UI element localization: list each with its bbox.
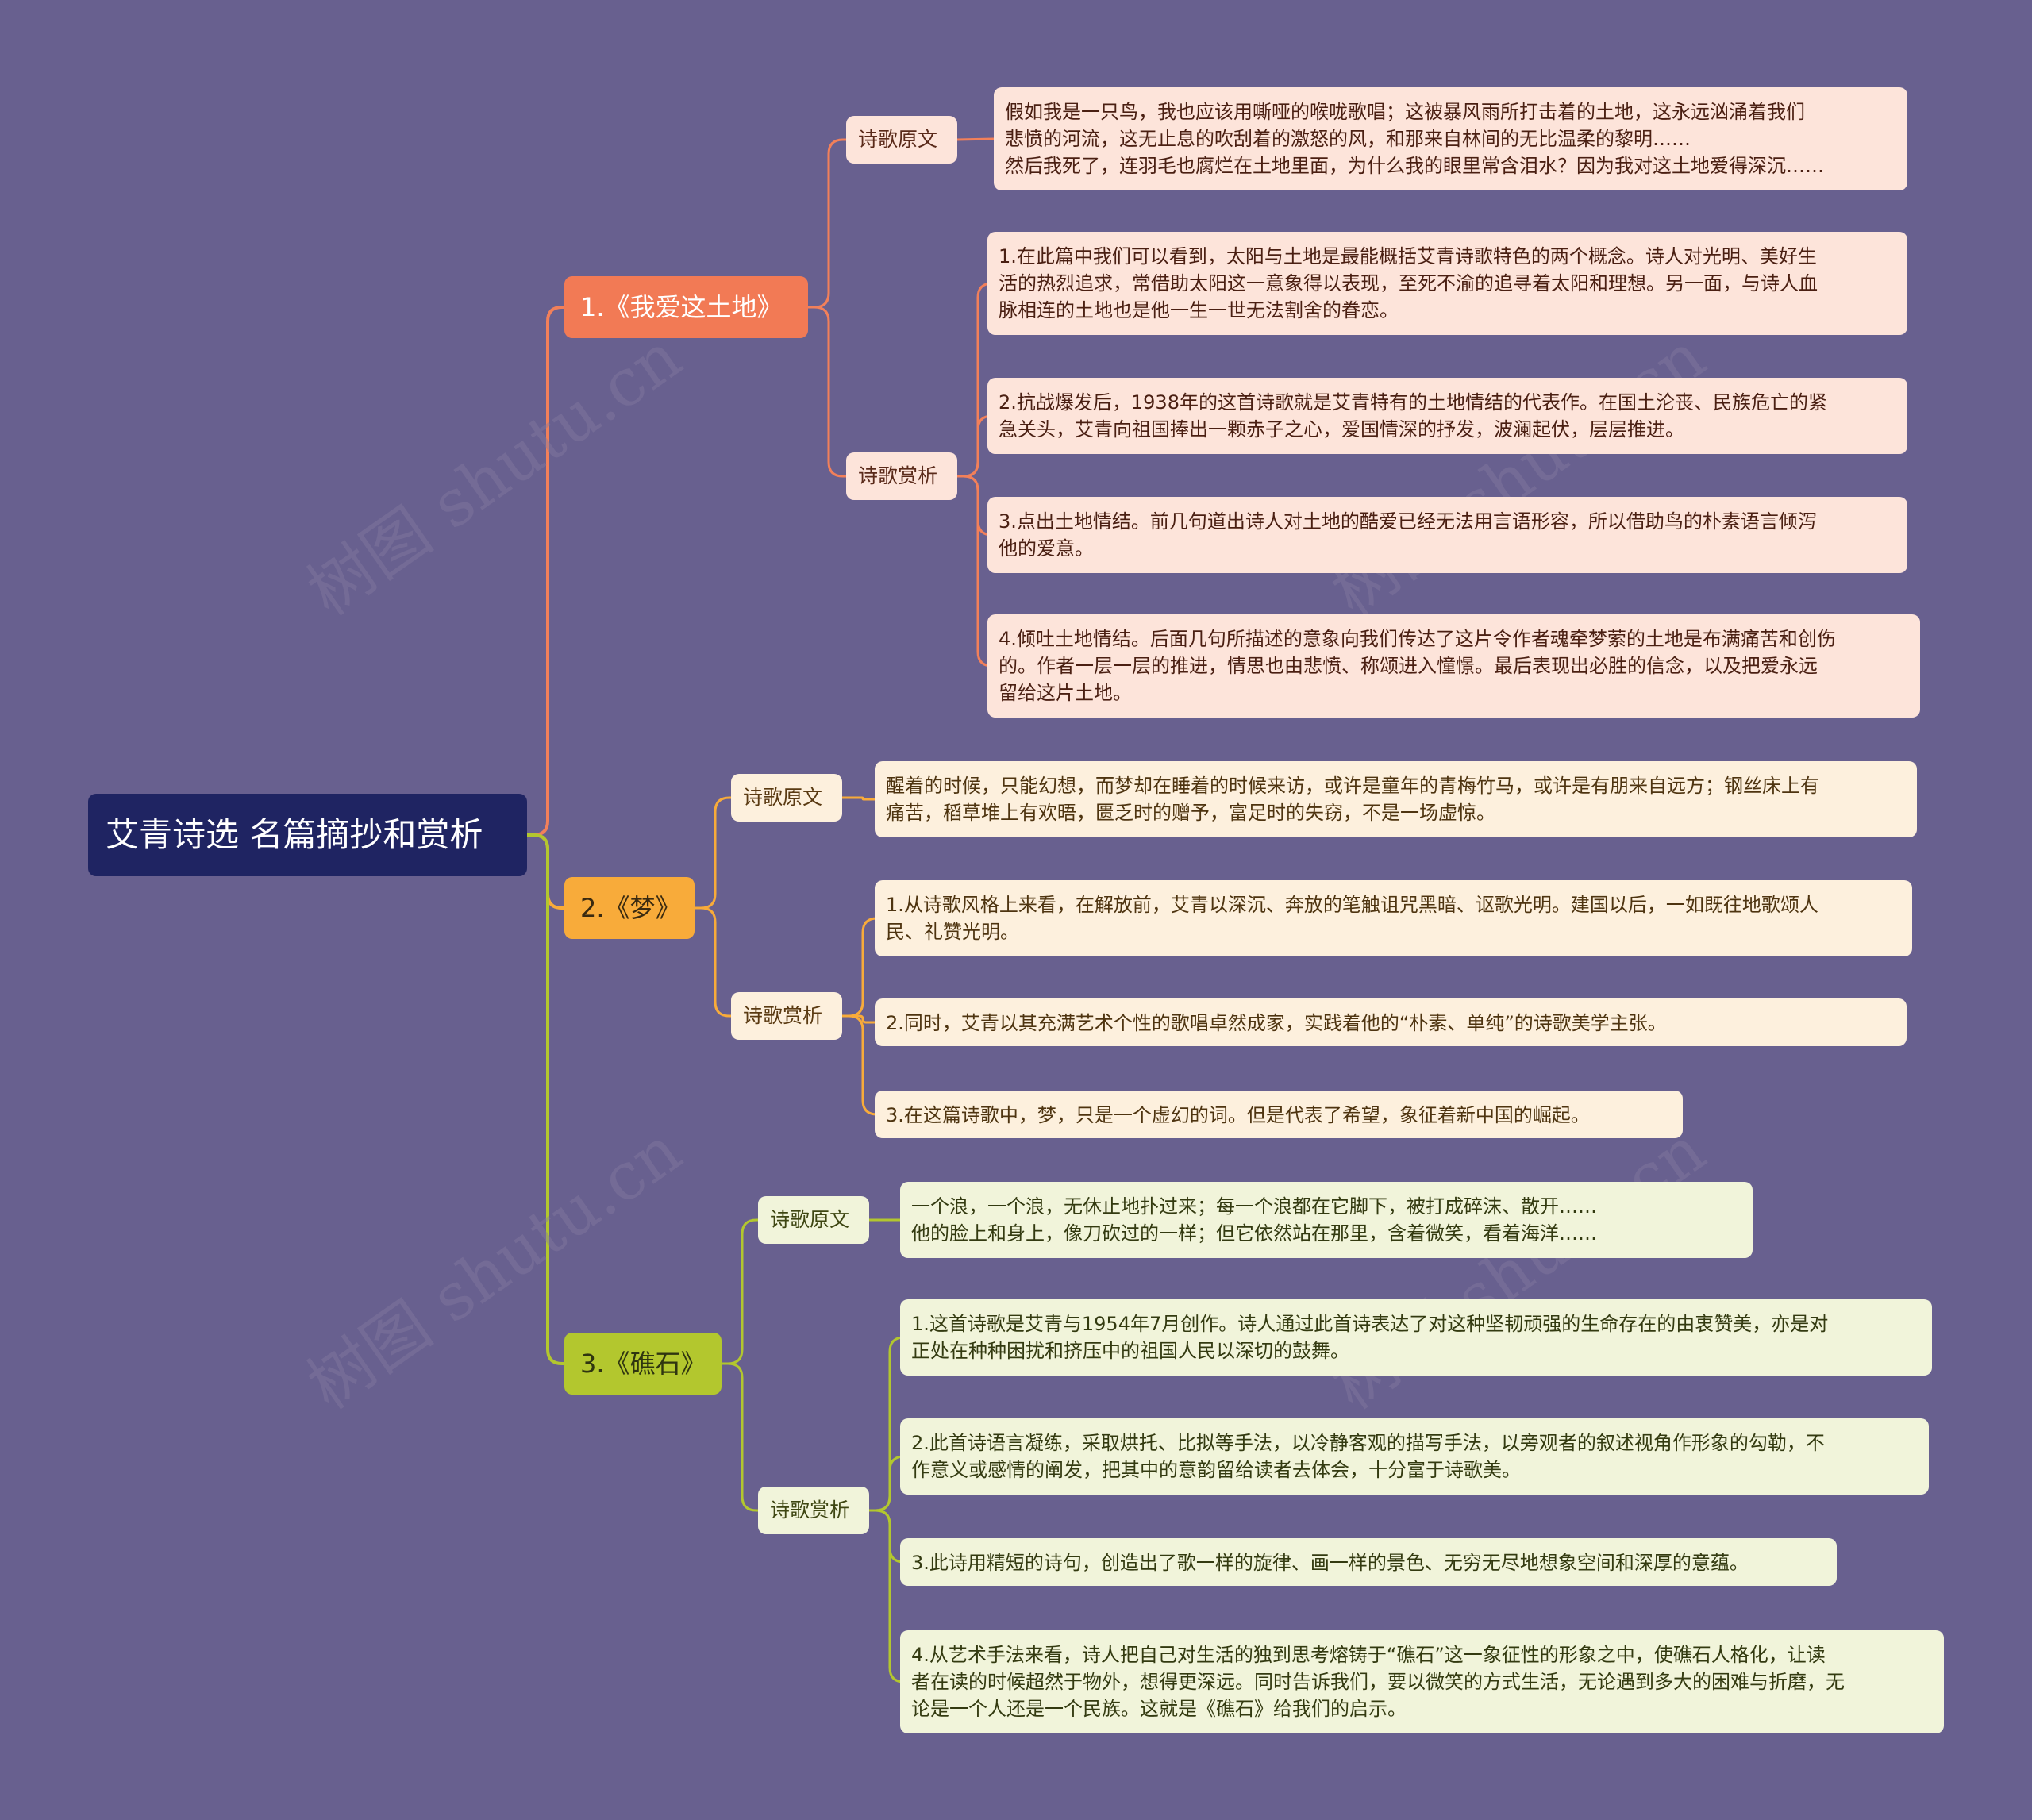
original-1-to-text-line: [956, 137, 995, 141]
branch-topic-2[interactable]: 2.《梦》: [564, 877, 695, 939]
analysis-2-to-item-1-line: [842, 917, 878, 1018]
branch-2-analysis-item-2[interactable]: 2.同时，艾青以其充满艺术个性的歌唱卓然成家，实践着他的“朴素、单纯”的诗歌美学…: [875, 998, 1907, 1046]
branch-3-analysis-item-3[interactable]: 3.此诗用精短的诗句，创造出了歌一样的旋律、画一样的景色、无穷无尽地想象空间和深…: [900, 1538, 1837, 1586]
branch-2-to-original-line: [695, 796, 731, 910]
branch-3-analysis-item-4[interactable]: 4.从艺术手法来看，诗人把自己对生活的独到思考熔铸于“礁石”这一象征性的形象之中…: [900, 1630, 1944, 1733]
branch-1-original-label[interactable]: 诗歌原文: [846, 116, 957, 164]
branch-2-original-label[interactable]: 诗歌原文: [731, 774, 842, 822]
branch-3-original-text[interactable]: 一个浪，一个浪，无休止地扑过来；每一个浪都在它脚下，被打成碎沫、散开…… 他的脸…: [900, 1182, 1753, 1258]
branch-1-analysis-label[interactable]: 诗歌赏析: [846, 452, 957, 500]
branch-1-to-analysis-line: [808, 306, 846, 478]
branch-3-to-analysis-line: [722, 1362, 758, 1512]
branch-3-analysis-item-1[interactable]: 1.这首诗歌是艾青与1954年7月创作。诗人通过此首诗表达了对这种坚韧顽强的生命…: [900, 1299, 1932, 1376]
branch-1-original-text[interactable]: 假如我是一只鸟，我也应该用嘶哑的喉咙歌唱；这被暴风雨所打击着的土地，这永远汹涌着…: [994, 87, 1907, 190]
branch-1-to-original-line: [808, 138, 846, 309]
branch-topic-1[interactable]: 1.《我爱这土地》: [564, 276, 808, 338]
analysis-1-to-item-2-line: [957, 414, 993, 478]
branch-3-analysis-item-2[interactable]: 2.此首诗语言凝练，采取烘托、比拟等手法，以冷静客观的描写手法，以旁观者的叙述视…: [900, 1418, 1929, 1495]
branch-3-to-original-line: [722, 1218, 758, 1365]
analysis-3-to-item-1-line: [869, 1336, 905, 1512]
analysis-3-to-item-3-line: [869, 1509, 905, 1564]
branch-1-analysis-item-2[interactable]: 2.抗战爆发后，1938年的这首诗歌就是艾青特有的土地情结的代表作。在国土沦丧、…: [987, 378, 1907, 454]
root-to-branch-3-line: [527, 833, 564, 1365]
analysis-2-to-item-2-line: [842, 1014, 875, 1024]
branch-2-original-text[interactable]: 醒着的时候，只能幻想，而梦却在睡着的时候来访，或许是童年的青梅竹马，或许是有朋来…: [875, 761, 1917, 837]
branch-topic-3[interactable]: 3.《礁石》: [564, 1333, 722, 1395]
original-2-to-text-line: [842, 796, 875, 801]
root-to-branch-2-line: [527, 833, 564, 910]
branch-2-analysis-label[interactable]: 诗歌赏析: [731, 992, 842, 1040]
branch-3-analysis-label[interactable]: 诗歌赏析: [758, 1487, 869, 1534]
analysis-3-to-item-2-line: [869, 1455, 905, 1512]
branch-1-analysis-item-3[interactable]: 3.点出土地情结。前几句道出诗人对土地的酷爱已经无法用言语形容，所以借助鸟的朴素…: [987, 497, 1907, 573]
branch-1-analysis-item-1[interactable]: 1.在此篇中我们可以看到，太阳与土地是最能概括艾青诗歌特色的两个概念。诗人对光明…: [987, 232, 1907, 335]
analysis-1-to-item-4-line: [957, 475, 993, 668]
root-to-branch-1-line: [527, 306, 564, 837]
branch-1-analysis-item-4[interactable]: 4.倾吐土地情结。后面几句所描述的意象向我们传达了这片令作者魂牵梦萦的土地是布满…: [987, 614, 1920, 718]
root-topic[interactable]: 艾青诗选 名篇摘抄和赏析: [88, 794, 527, 876]
analysis-2-to-item-3-line: [842, 1014, 878, 1116]
branch-3-original-label[interactable]: 诗歌原文: [758, 1196, 869, 1244]
branch-2-to-analysis-line: [695, 906, 731, 1018]
branch-2-analysis-item-3[interactable]: 3.在这篇诗歌中，梦，只是一个虚幻的词。但是代表了希望，象征着新中国的崛起。: [875, 1091, 1683, 1138]
analysis-3-to-item-4-line: [869, 1509, 905, 1683]
branch-2-analysis-item-1[interactable]: 1.从诗歌风格上来看，在解放前，艾青以深沉、奔放的笔触诅咒黑暗、讴歌光明。建国以…: [875, 880, 1912, 956]
